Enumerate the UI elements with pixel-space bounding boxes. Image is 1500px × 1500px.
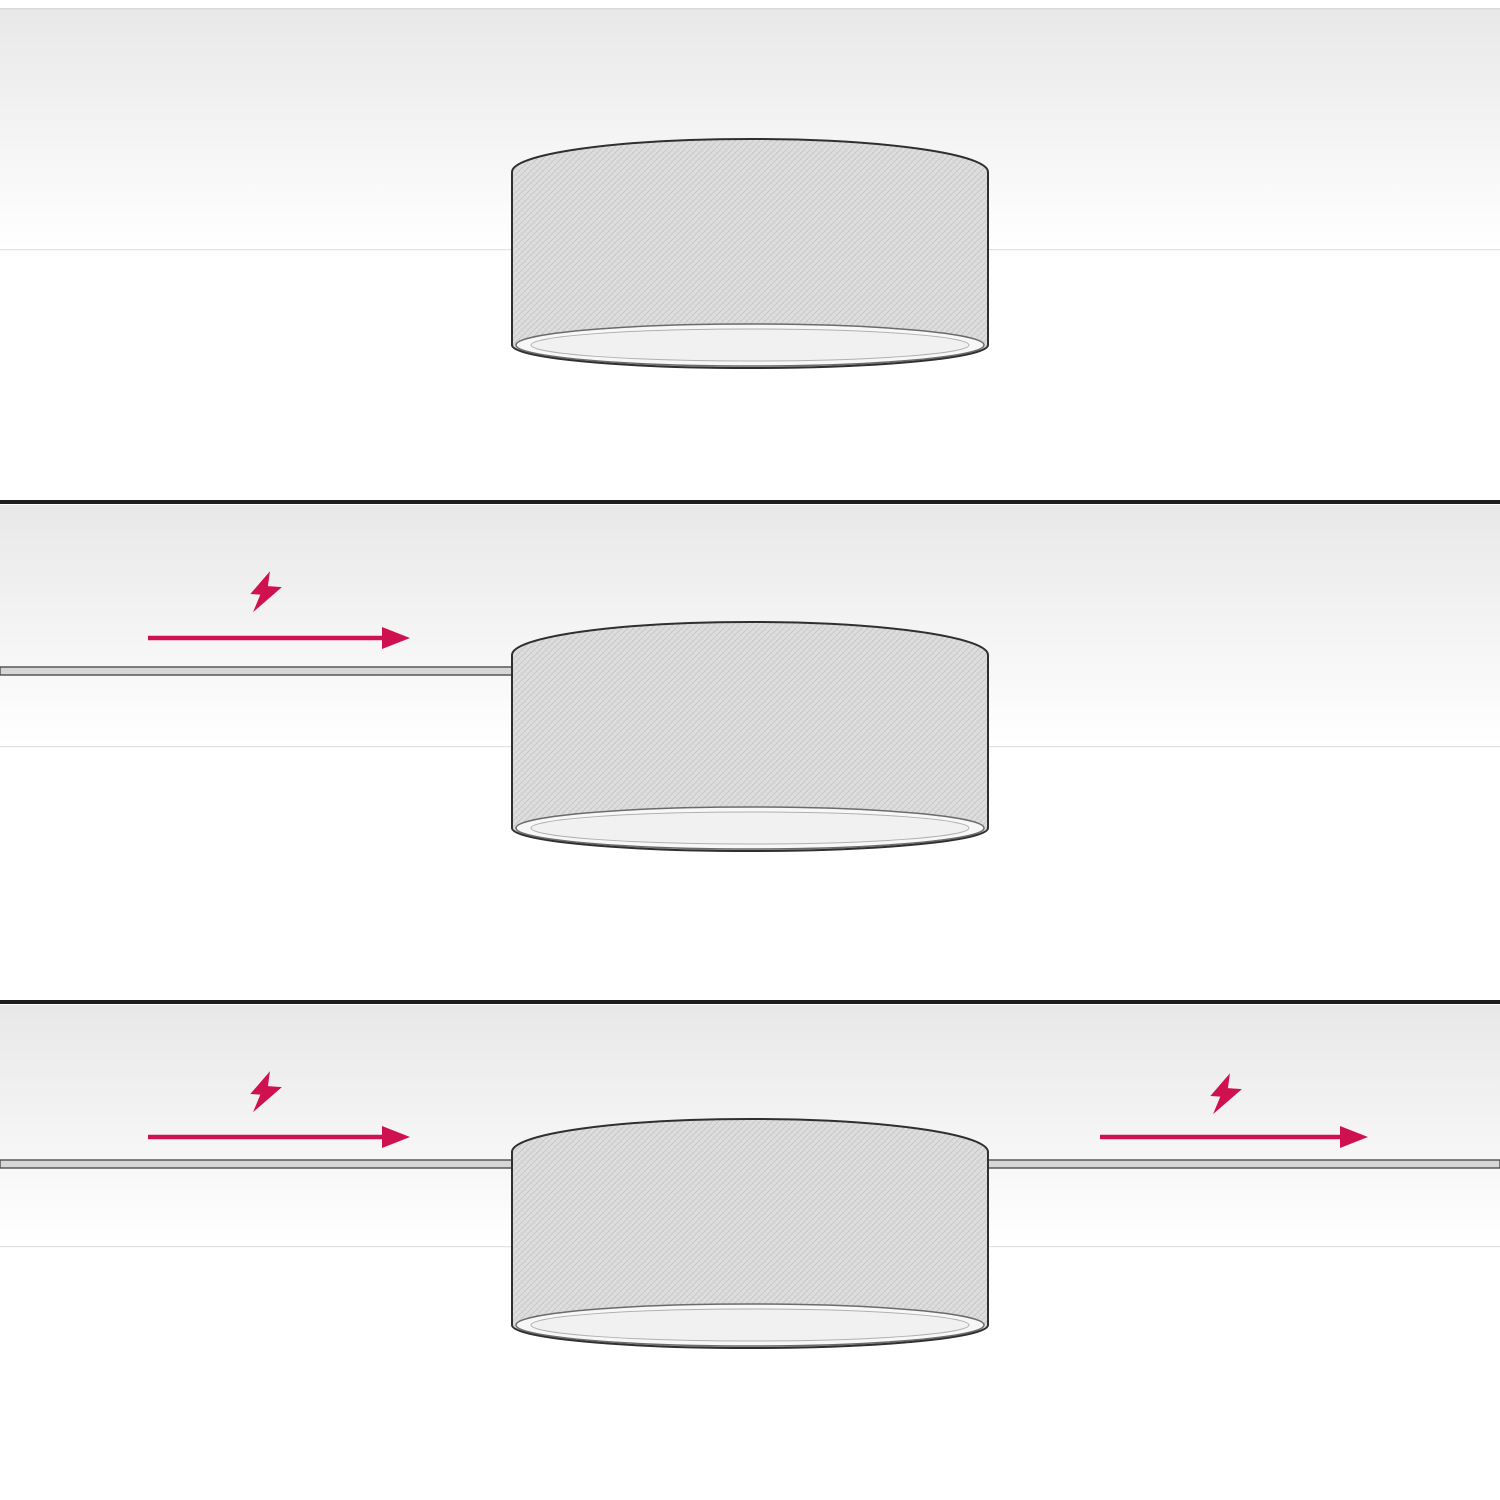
lampshade-cable-in-drawing [0,500,1500,852]
lampshade-body [511,138,989,369]
arrow-head [1340,1126,1368,1148]
panel-lampshade-cable-in [0,500,1500,1000]
lightning-bolt-icon [1210,1073,1242,1115]
power-cable-left [0,666,521,676]
power-cable-right [979,1159,1500,1169]
panel-divider [0,1000,1500,1004]
arrow-head [382,627,410,649]
lampshade-diffuser-inner [530,328,970,362]
drum-lampshade [511,621,989,852]
arrow-head [382,1126,410,1148]
lightning-bolt-icon [250,571,282,613]
lampshade-body [511,1118,989,1349]
panel-lampshade-cable-through [0,1000,1500,1500]
panel-divider [0,500,1500,504]
lampshade-plain-drawing [0,8,1500,369]
panel-lampshade-plain [0,0,1500,500]
lampshade-diffuser-inner [530,811,970,845]
lampshade-body [511,621,989,852]
ceiling-top-edge [0,8,1500,10]
power-flow-arrow-left [148,571,410,649]
lampshade-cable-through-drawing [0,1000,1500,1349]
drum-lampshade [511,138,989,369]
lightning-bolt-icon [250,1071,282,1113]
power-cable-left [0,1159,521,1169]
power-flow-arrow-left [148,1071,410,1148]
power-flow-arrow-right [1100,1073,1368,1148]
drum-lampshade [511,1118,989,1349]
lampshade-diffuser-inner [530,1308,970,1342]
